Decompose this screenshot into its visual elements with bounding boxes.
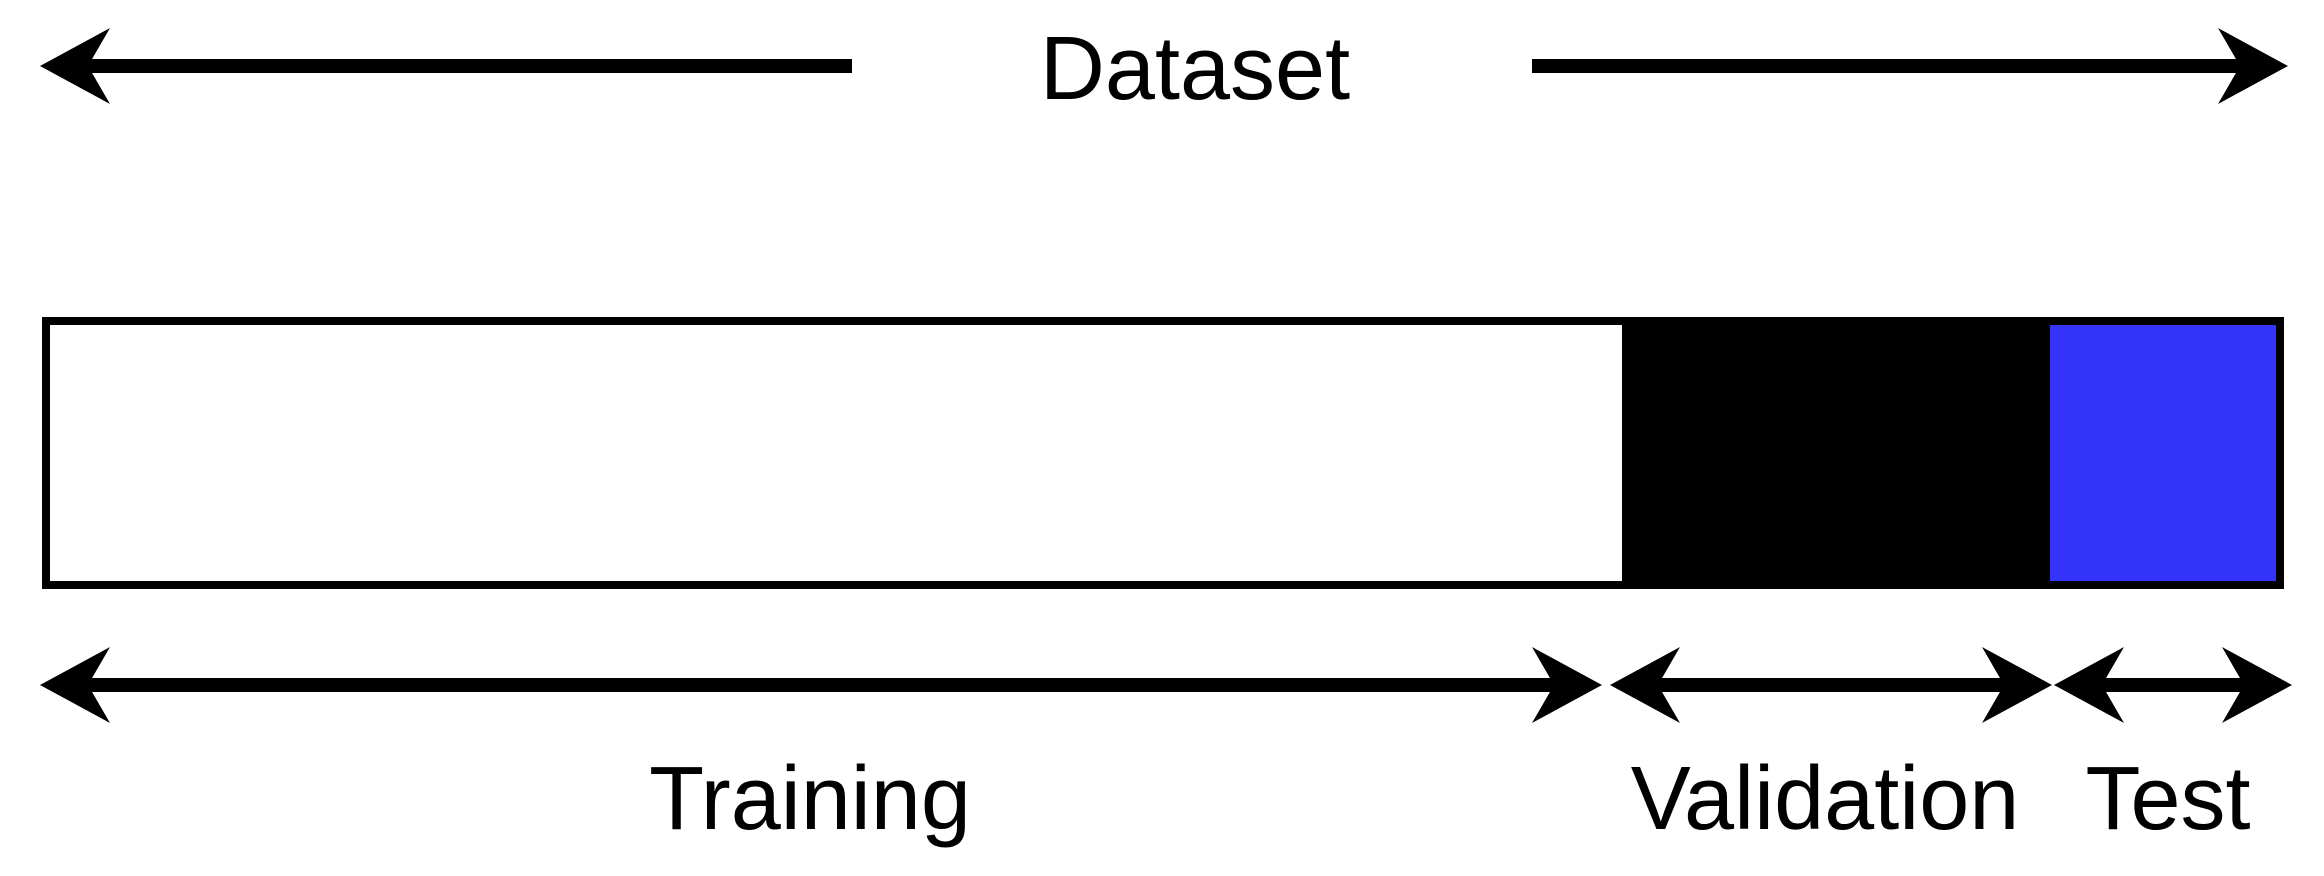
arrowhead-left-icon xyxy=(40,28,110,104)
arrow-shaft xyxy=(84,678,1558,692)
arrowhead-right-icon xyxy=(2218,28,2288,104)
arrowhead-left-icon xyxy=(1610,647,1680,723)
training-span-arrow xyxy=(40,647,1602,723)
validation-section xyxy=(1622,325,2051,581)
arrowhead-left-icon xyxy=(2054,647,2124,723)
dataset-arrow-right-segment xyxy=(1532,28,2288,104)
test-section xyxy=(2050,325,2276,581)
dataset-arrow-left-segment xyxy=(40,28,852,104)
dataset-bar xyxy=(42,317,2284,589)
arrow-shaft xyxy=(1654,678,2008,692)
arrow-shaft xyxy=(84,59,852,73)
arrowhead-left-icon xyxy=(40,647,110,723)
test-span-arrow xyxy=(2054,647,2292,723)
training-section xyxy=(50,325,1622,581)
validation-span-arrow xyxy=(1610,647,2052,723)
dataset-label: Dataset xyxy=(1039,19,1351,119)
arrowhead-right-icon xyxy=(1532,647,1602,723)
arrow-shaft xyxy=(2098,678,2248,692)
validation-label: Validation xyxy=(1630,749,2020,849)
test-label: Test xyxy=(2085,749,2251,849)
training-label: Training xyxy=(649,749,971,849)
arrow-shaft xyxy=(1532,59,2244,73)
arrowhead-right-icon xyxy=(2222,647,2292,723)
arrowhead-right-icon xyxy=(1982,647,2052,723)
